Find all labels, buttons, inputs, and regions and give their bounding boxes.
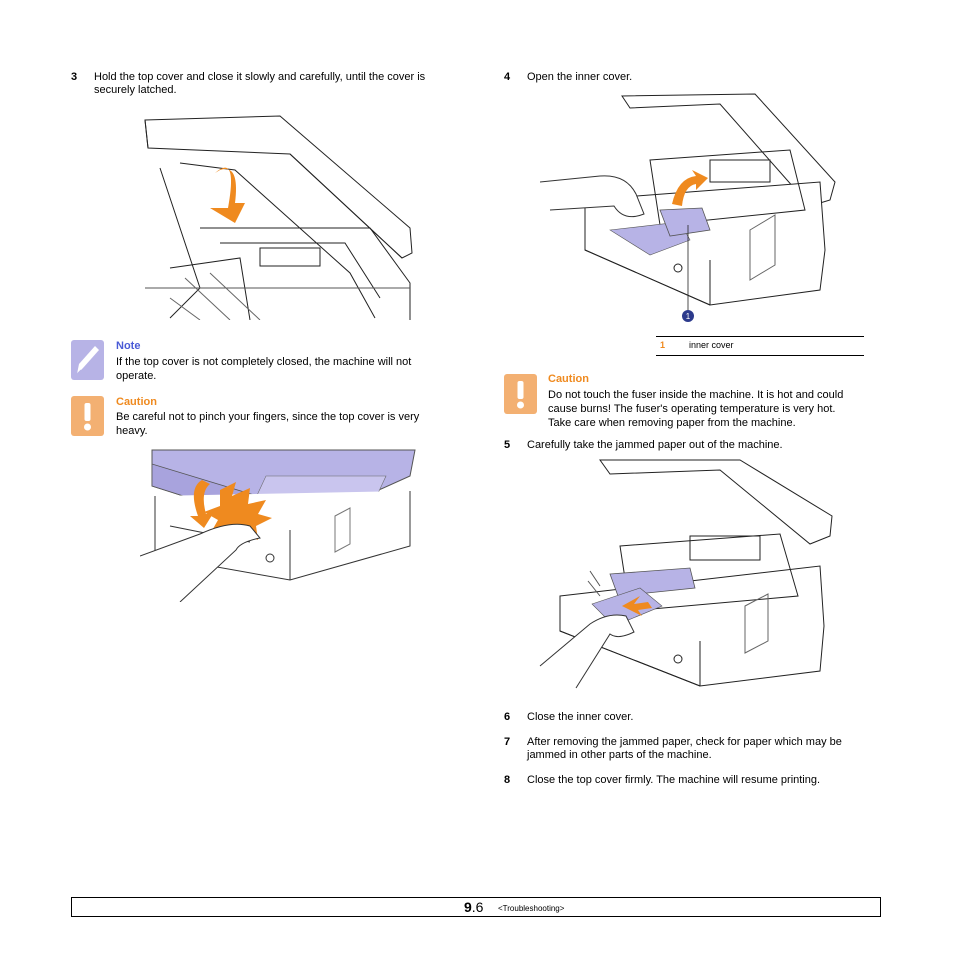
step-3-line-1: Hold the top cover and close it slowly a… [94,71,426,83]
step-7-text: After removing the jammed paper, check f… [527,736,842,762]
caution-1-title: Caution [116,396,157,408]
legend-label: inner cover [689,340,734,350]
remove-jammed-paper-illustration [539,459,833,689]
caution-1-line-1: Be careful not to pinch your fingers, si… [116,411,420,423]
close-top-cover-illustration [144,115,413,320]
step-8-text: Close the top cover firmly. The machine … [527,774,821,786]
note-body: If the top cover is not completely close… [116,355,411,383]
caution-2-line-2: cause burns! The fuser's operating tempe… [548,403,836,415]
caution-2-line-1: Do not touch the fuser inside the machin… [548,389,844,401]
step-4-number: 4 [504,71,511,83]
step-4-text: Open the inner cover. [527,71,633,83]
up-arrow-icon [672,170,708,206]
step-5-text: Carefully take the jammed paper out of t… [527,439,783,451]
caution-icon [71,396,104,436]
step-8-number: 8 [504,774,511,786]
caution-1-body: Be careful not to pinch your fingers, si… [116,410,419,438]
step-7-number: 7 [504,736,511,748]
pinch-warning-illustration [140,449,416,602]
left-arrow-icon [622,596,652,616]
step-3-text: Hold the top cover and close it slowly a… [94,71,425,97]
pinch-arrow-icon [190,480,214,528]
section-name: <Troubleshooting> [498,904,565,913]
note-line-2: operate. [116,370,157,382]
step-5-number: 5 [504,439,511,451]
page-number: 9.6 [464,899,483,915]
open-inner-cover-illustration: 1 [540,93,836,322]
caution-1-line-2: heavy. [116,425,148,437]
step-6-text: Close the inner cover. [527,711,634,723]
caution-2-body: Do not touch the fuser inside the machin… [548,388,843,430]
legend-number: 1 [660,340,666,350]
step-7-line-2: jammed in other parts of the machine. [527,749,712,761]
caution-2-line-3: Take care when removing paper from the m… [548,417,796,429]
callout-marker-1 [682,310,694,322]
step-3-number: 3 [71,71,78,83]
step-6-number: 6 [504,711,511,723]
down-arrow-icon [210,167,245,223]
caution-icon-2 [504,374,537,414]
page-subnumber: .6 [471,899,484,915]
note-line-1: If the top cover is not completely close… [116,356,412,368]
callout-marker-label: 1 [686,312,691,321]
chapter-number: 9 [464,899,472,915]
page-footer: 9.6 <Troubleshooting> [71,897,881,917]
step-3-line-2: securely latched. [94,84,177,96]
note-icon [71,340,104,380]
legend-table: 1 inner cover [656,336,864,356]
note-title: Note [116,340,141,352]
caution-2-title: Caution [548,373,589,385]
step-7-line-1: After removing the jammed paper, check f… [527,736,842,748]
